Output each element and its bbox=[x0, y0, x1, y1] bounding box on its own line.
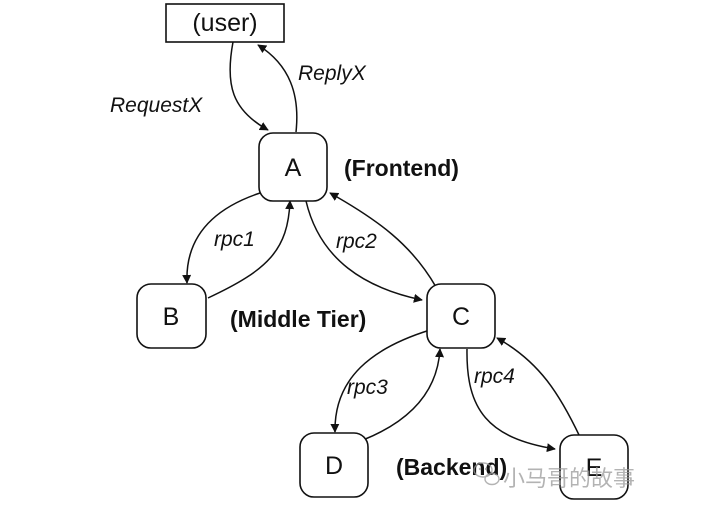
node-b-label: B bbox=[163, 303, 180, 331]
edge-label-rpc3: rpc3 bbox=[347, 376, 388, 399]
node-user-label: (user) bbox=[192, 9, 257, 37]
request-edge bbox=[229, 41, 269, 131]
node-c: C bbox=[426, 283, 496, 349]
node-e-label: E bbox=[586, 454, 603, 482]
rpc2-reply-edge bbox=[329, 192, 437, 288]
edge-label-rpc2: rpc2 bbox=[336, 230, 377, 253]
node-e: E bbox=[559, 434, 629, 500]
rpc4-request-edge bbox=[466, 348, 556, 453]
wechat-icon bbox=[473, 462, 500, 486]
node-c-label: C bbox=[452, 303, 470, 331]
node-a-label: A bbox=[285, 154, 302, 182]
rpc3-request-edge bbox=[330, 329, 431, 433]
node-d-label: D bbox=[325, 452, 343, 480]
node-user: (user) bbox=[165, 3, 285, 43]
rpc1-reply-edge bbox=[207, 200, 295, 299]
rpc4-reply-edge bbox=[496, 337, 581, 438]
node-a: A bbox=[258, 132, 328, 202]
reply-edge bbox=[257, 44, 298, 133]
rpc1-request-edge bbox=[182, 192, 261, 284]
tier-label-middle: (Middle Tier) bbox=[230, 306, 366, 332]
tier-label-frontend: (Frontend) bbox=[344, 155, 459, 181]
edge-label-rpc1: rpc1 bbox=[214, 228, 255, 251]
edge-label-reply: ReplyX bbox=[298, 62, 367, 85]
watermark: 小马哥的故事 bbox=[473, 462, 635, 492]
node-b: B bbox=[136, 283, 207, 349]
edge-label-rpc4: rpc4 bbox=[474, 365, 515, 388]
node-d: D bbox=[299, 432, 369, 498]
watermark-text: 小马哥的故事 bbox=[503, 467, 635, 492]
rpc3-reply-edge bbox=[362, 348, 445, 441]
edge-label-request: RequestX bbox=[110, 94, 203, 117]
rpc2-request-edge bbox=[305, 200, 423, 303]
